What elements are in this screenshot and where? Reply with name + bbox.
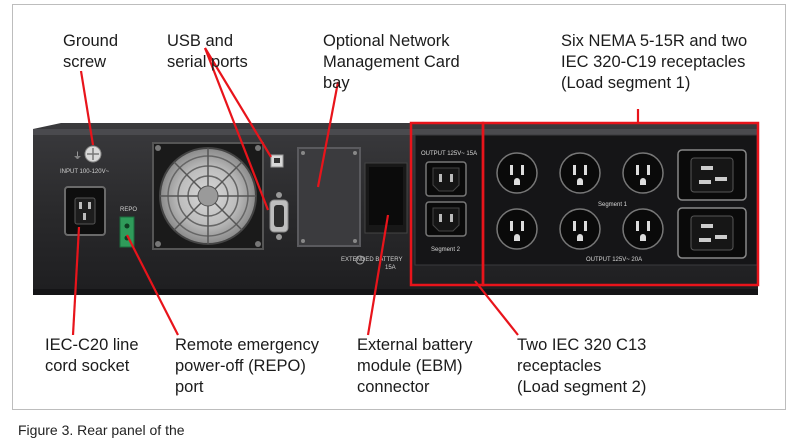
callout-ebm-connector: External battery module (EBM) connector [357, 336, 473, 396]
nema-outlet [559, 208, 601, 250]
callout-lines [71, 47, 640, 336]
callout-nema-iec-receptacles: Six NEMA 5-15R and two IEC 320-C19 recep… [561, 32, 748, 92]
nema-outlet [496, 208, 538, 250]
nema-outlet [622, 208, 664, 250]
callout-repo-port: Remote emergency power-off (REPO) port [175, 336, 319, 396]
ups-rear-panel-diagram: ⏚ INPUT 100-120V~ REPO [33, 47, 760, 336]
serial-port [269, 192, 289, 240]
figure-caption: Figure 3. Rear panel of the [18, 422, 185, 438]
callout-c13-receptacles: Two IEC 320 C13 receptacles (Load segmen… [517, 336, 647, 396]
ground-screw: ⏚ [73, 145, 102, 163]
c13-outlet [425, 201, 467, 237]
nema-outlet [496, 152, 538, 194]
figure-frame: ⏚ INPUT 100-120V~ REPO [12, 4, 786, 410]
segment-2-label: Segment 2 [431, 247, 461, 253]
c19-outlet [677, 149, 747, 201]
network-card-bay [297, 147, 361, 247]
nema-output-label: OUTPUT 125V~ 20A [586, 257, 642, 263]
iec-c20-inlet [64, 186, 106, 236]
c13-outlet [425, 161, 467, 197]
callout-iec-c20-socket: IEC-C20 line cord socket [45, 336, 139, 375]
usb-port [270, 154, 284, 168]
battery-rating-label: 15A [385, 265, 396, 271]
ebm-connector [355, 162, 408, 265]
c13-output-label: OUTPUT 125V~ 15A [421, 151, 477, 157]
cooling-fan [152, 142, 264, 250]
input-rating-label: INPUT 100-120V~ [60, 169, 110, 175]
svg-text:⏚: ⏚ [73, 151, 82, 161]
callout-network-card-bay: Optional Network Management Card bay [323, 32, 460, 92]
c19-outlet [677, 207, 747, 259]
segment-1-label: Segment 1 [598, 202, 628, 208]
callout-ground-screw: Ground screw [63, 32, 119, 71]
nema-outlet [622, 152, 664, 194]
extended-battery-label: EXTENDED BATTERY [341, 257, 402, 263]
load-segment-1-highlight-box [481, 121, 760, 287]
repo-panel-label: REPO [120, 207, 137, 213]
callout-usb-serial-ports: USB and serial ports [167, 32, 248, 71]
nema-outlet [559, 152, 601, 194]
